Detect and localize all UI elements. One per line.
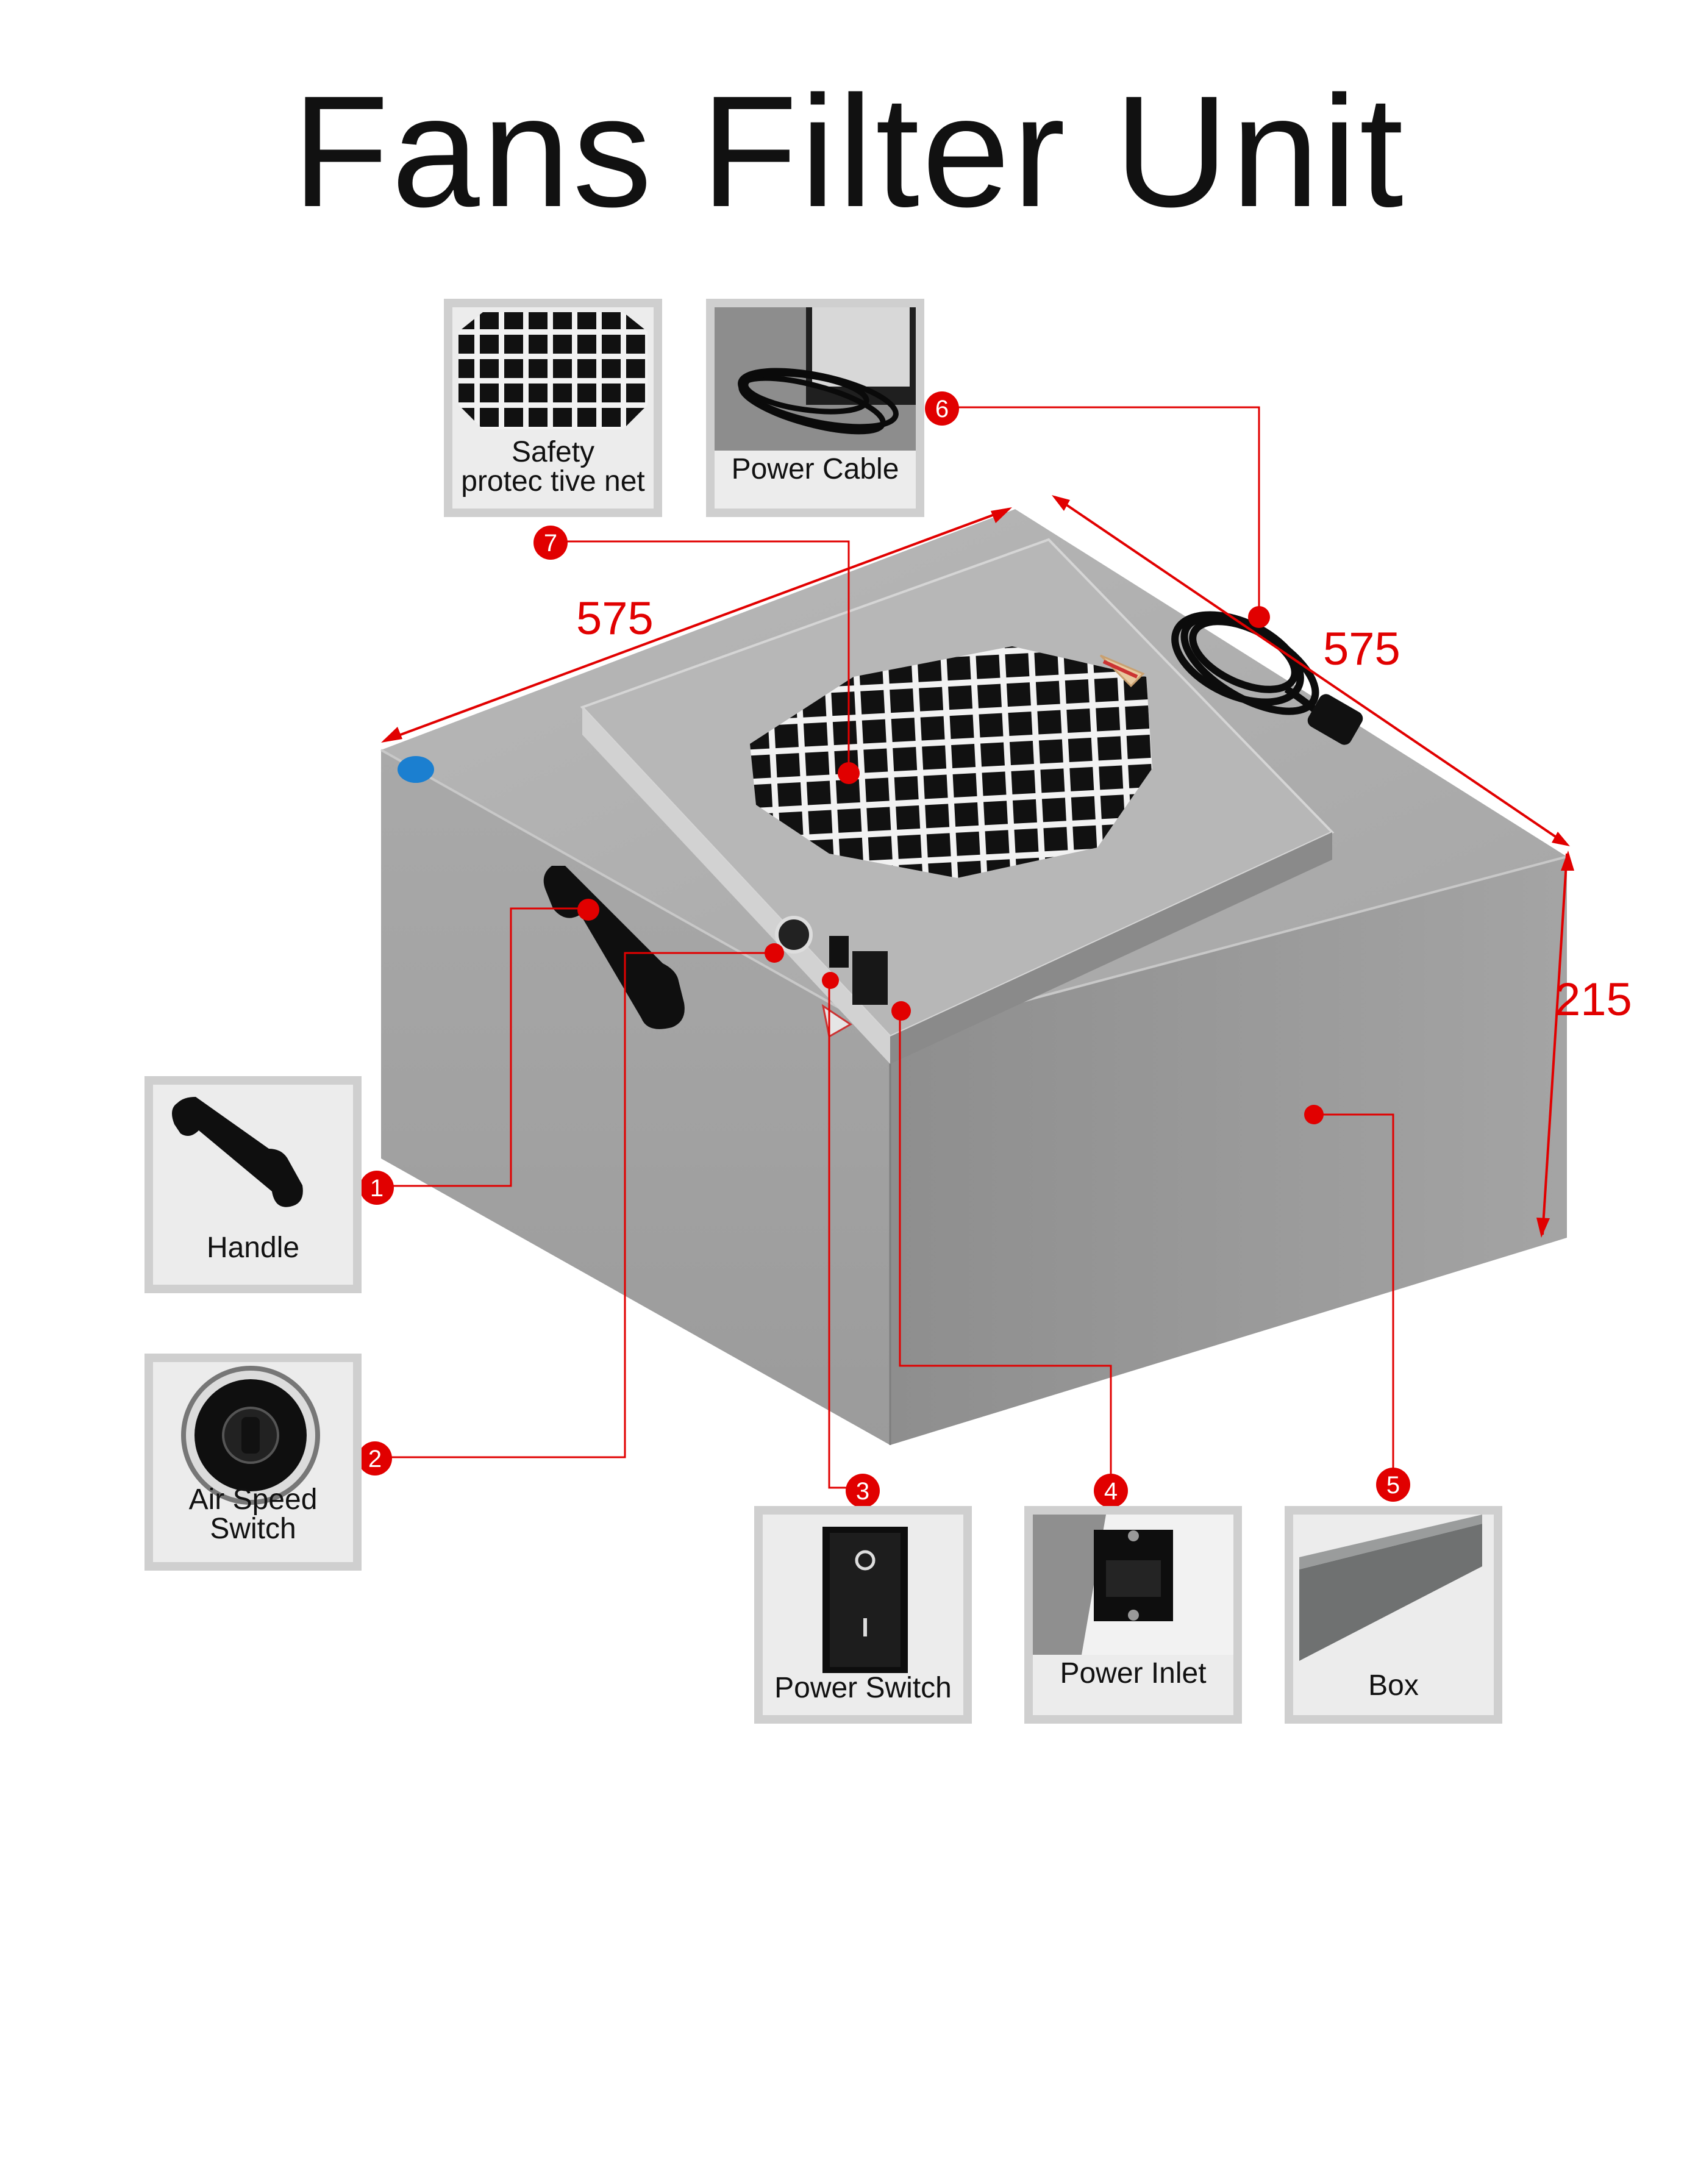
svg-text:6: 6 bbox=[935, 396, 949, 423]
handle-icon bbox=[172, 1097, 303, 1207]
svg-text:2: 2 bbox=[368, 1446, 382, 1472]
dim-height: 215 bbox=[1555, 974, 1632, 1026]
card-air-speed-switch-label: Air Speed Switch bbox=[188, 1483, 318, 1545]
card-box: Box bbox=[1285, 1506, 1502, 1724]
dimension-lines bbox=[381, 495, 1574, 1238]
dim-width-left: 575 bbox=[576, 593, 654, 644]
air-speed-knob-icon bbox=[181, 1366, 320, 1505]
svg-text:7: 7 bbox=[544, 530, 557, 557]
fan-grille bbox=[750, 646, 1152, 878]
card-box-label: Box bbox=[1368, 1669, 1419, 1702]
card-power-switch-label: Power Switch bbox=[774, 1672, 952, 1704]
badge-7: 7 bbox=[533, 526, 568, 560]
svg-text:1: 1 bbox=[370, 1175, 383, 1202]
badge-4: 4 bbox=[1094, 1474, 1128, 1508]
box-left-face bbox=[381, 750, 890, 1445]
safety-net-icon bbox=[458, 312, 647, 429]
card-safety-net: Safety protec tive net bbox=[444, 299, 662, 517]
card-handle-label: Handle bbox=[206, 1232, 300, 1264]
box-right-face bbox=[890, 857, 1567, 1445]
inlet-on-box bbox=[852, 951, 888, 1005]
power-inlet-icon bbox=[1033, 1515, 1233, 1655]
switch-on-box bbox=[829, 936, 849, 968]
power-cable-icon bbox=[715, 307, 916, 451]
svg-text:3: 3 bbox=[856, 1478, 869, 1505]
card-power-cable-label: Power Cable bbox=[731, 453, 899, 485]
svg-text:4: 4 bbox=[1104, 1478, 1118, 1505]
card-power-inlet: Power Inlet bbox=[1024, 1506, 1242, 1724]
box-sheet-icon bbox=[1299, 1515, 1482, 1661]
card-power-switch: Power Switch bbox=[754, 1506, 972, 1724]
knob-on-box bbox=[775, 916, 813, 954]
card-power-inlet-label: Power Inlet bbox=[1060, 1657, 1207, 1690]
brand-sticker bbox=[398, 756, 434, 783]
badge-6: 6 bbox=[925, 391, 959, 426]
card-air-speed-switch: Air Speed Switch bbox=[144, 1354, 362, 1571]
badge-2: 2 bbox=[358, 1441, 392, 1476]
fan-plate bbox=[580, 538, 1335, 1064]
leader-dots bbox=[577, 606, 1324, 1124]
badge-5: 5 bbox=[1376, 1468, 1410, 1502]
card-handle: Handle bbox=[144, 1076, 362, 1293]
card-power-cable: Power Cable bbox=[706, 299, 924, 517]
card-safety-net-label-2: protec tive net bbox=[461, 465, 645, 498]
power-switch-icon bbox=[822, 1527, 908, 1673]
svg-text:5: 5 bbox=[1386, 1472, 1400, 1499]
badge-3: 3 bbox=[846, 1474, 880, 1508]
badge-1: 1 bbox=[360, 1171, 394, 1205]
dim-width-right: 575 bbox=[1323, 623, 1400, 675]
page-title: Fans Filter Unit bbox=[292, 63, 1406, 240]
card-safety-net-label-1: Safety bbox=[511, 436, 595, 468]
